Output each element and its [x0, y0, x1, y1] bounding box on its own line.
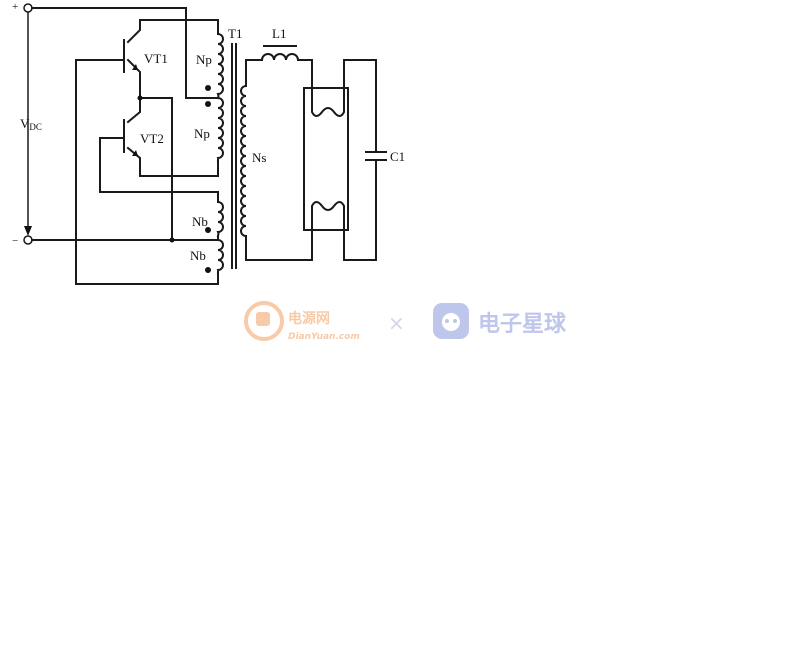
- vt1-base-wire: [75, 59, 219, 285]
- positive-terminal: [23, 3, 33, 13]
- planet-logo: 电子星球: [433, 303, 567, 339]
- l1-to-lamp-wire: [297, 59, 313, 91]
- transformer-t1: T1 Np Np Nb Nb Ns: [190, 26, 266, 274]
- watermark: 电源网 DianYuan.com × 电子星球: [244, 301, 567, 342]
- vt1-emitter-wire: [126, 58, 141, 99]
- transistor-vt2: VT2: [117, 119, 164, 156]
- nb-top-polarity-dot: [205, 227, 211, 233]
- vt2-collector-wire: [126, 97, 141, 124]
- vt1-label: VT1: [144, 51, 168, 66]
- np-bottom-label: Np: [194, 126, 210, 141]
- robot-face: [442, 313, 460, 331]
- np-bottom-polarity-dot: [205, 101, 211, 107]
- wires: [31, 7, 219, 285]
- vt2-emitter-arrow: [132, 150, 138, 156]
- watermark-separator: ×: [388, 311, 405, 335]
- planet-cn-text: 电子星球: [478, 312, 567, 337]
- junction-dot: [169, 237, 175, 243]
- c1-label: C1: [390, 149, 405, 164]
- input-terminals: + − VDC: [12, 1, 42, 247]
- plug-body: [256, 312, 270, 326]
- ns-top-wire: [245, 59, 263, 87]
- ns-coil: [240, 84, 248, 238]
- nb-bottom-label: Nb: [190, 248, 206, 263]
- dianyuan-en-text: DianYuan.com: [288, 332, 360, 342]
- np-bottom-coil: [216, 96, 224, 162]
- positive-rail: [31, 7, 215, 99]
- ns-label: Ns: [252, 150, 266, 165]
- l1-label: L1: [272, 26, 286, 41]
- minus-label: −: [12, 235, 18, 247]
- t1-label: T1: [228, 26, 242, 41]
- robot-eye-right: [453, 319, 457, 323]
- dianyuan-cn-text: 电源网: [288, 310, 330, 327]
- np-top-coil: [216, 32, 224, 100]
- transistor-vt1: VT1: [117, 39, 168, 73]
- secondary-circuit: L1 C1: [245, 26, 405, 261]
- junction-dot: [137, 95, 143, 101]
- nb-top-label: Nb: [192, 214, 208, 229]
- vt2-label: VT2: [140, 131, 164, 146]
- vt2-base-wire: [99, 137, 219, 203]
- plug-icon: [244, 301, 284, 341]
- dianyuan-logo: 电源网 DianYuan.com: [244, 301, 360, 342]
- nb-top-coil: [216, 200, 224, 238]
- np-top-polarity-dot: [205, 85, 211, 91]
- c1-top-wire: [343, 59, 377, 151]
- negative-terminal: [23, 235, 33, 245]
- vt1-collector-wire: [126, 19, 219, 44]
- lamp-bottom-filament: [311, 201, 345, 229]
- nb-bottom-polarity-dot: [205, 267, 211, 273]
- robot-eye-left: [445, 319, 449, 323]
- lamp-tube: [303, 87, 349, 231]
- plus-label: +: [12, 1, 18, 13]
- vdc-arrow-head: [24, 226, 32, 236]
- c1-bottom-wire: [343, 161, 377, 261]
- np-top-label: Np: [196, 52, 212, 67]
- ns-bottom-wire: [245, 227, 313, 261]
- lamp-top-filament: [311, 89, 345, 117]
- l1-inductor: [260, 53, 300, 62]
- vt1-emitter-arrow: [132, 64, 138, 70]
- nb-bottom-coil: [216, 238, 224, 274]
- vdc-label: VDC: [20, 116, 42, 132]
